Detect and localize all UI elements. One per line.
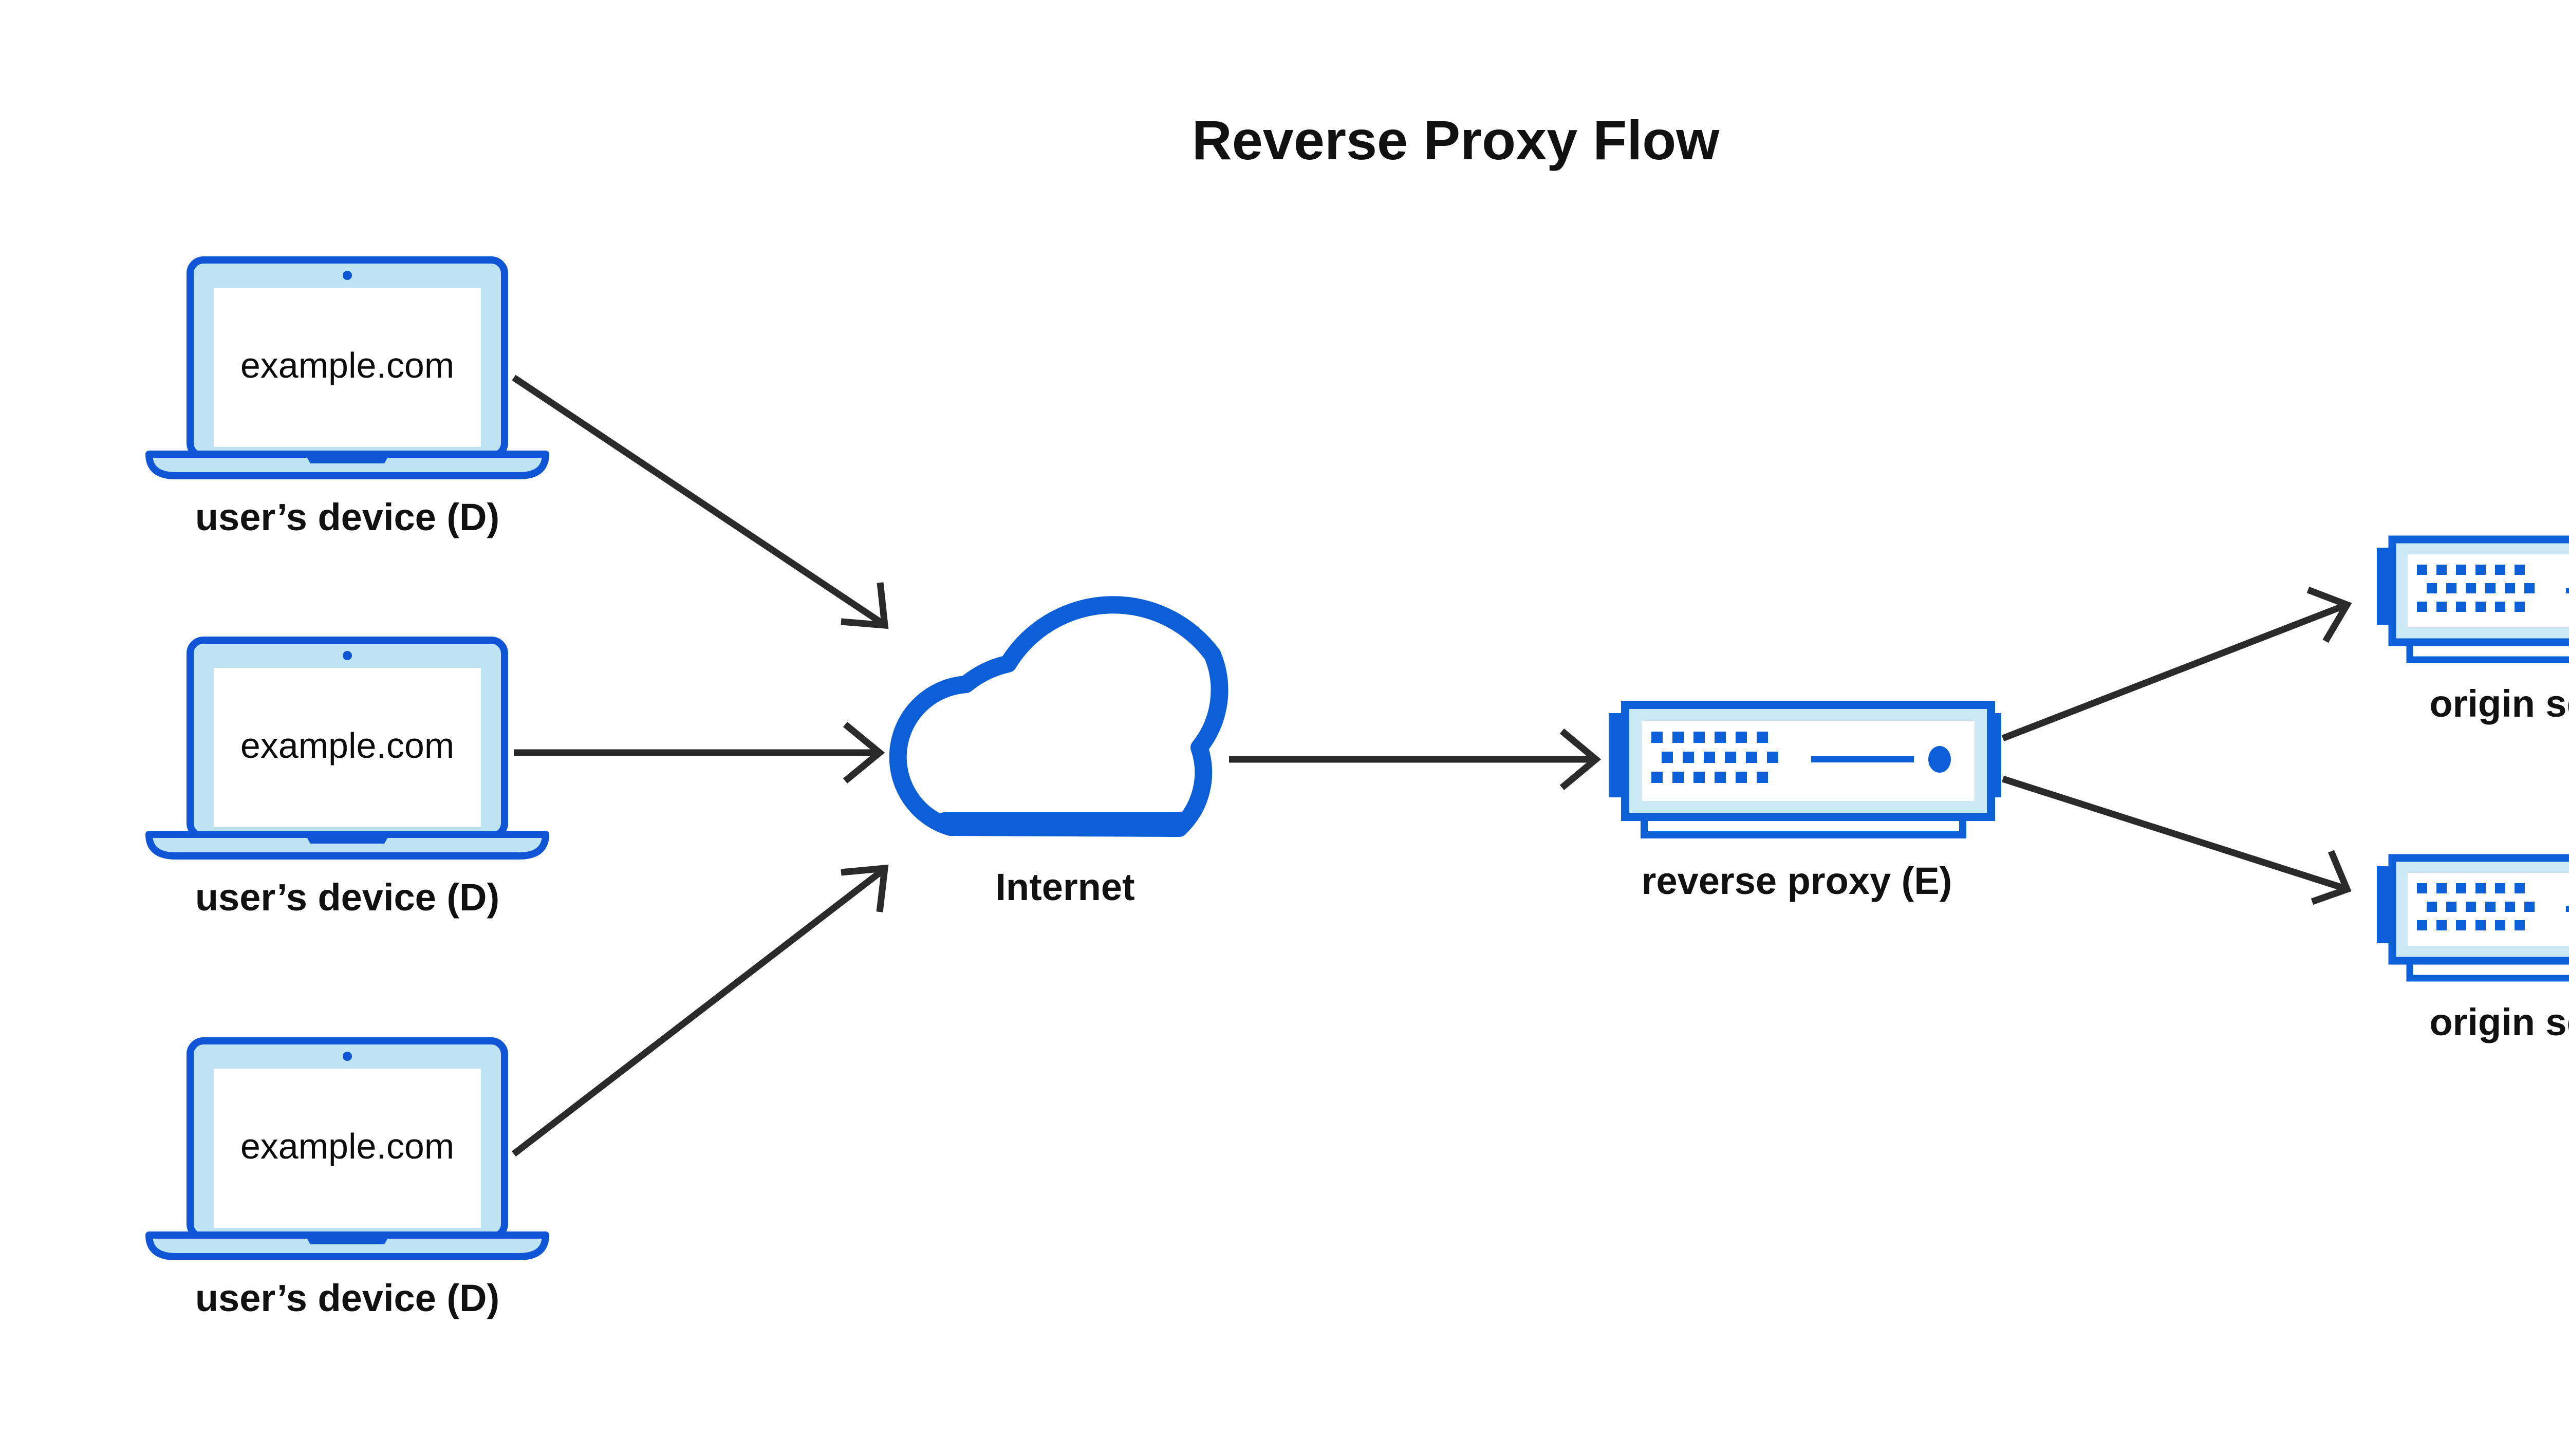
node-user-device-bottom[interactable]: example.com user’s device (D) xyxy=(145,1037,549,1319)
webcam-icon xyxy=(343,1052,352,1061)
node-label-user-device-bottom: user’s device (D) xyxy=(195,1277,499,1319)
laptop-screen-text: example.com xyxy=(240,1126,454,1166)
edge-proxy-to-origin-top xyxy=(2001,586,2352,742)
laptop-notch xyxy=(306,1237,388,1244)
node-label-origin-server-bottom: origin server (F) xyxy=(2429,1001,2569,1043)
laptop-screen xyxy=(214,668,481,827)
node-label-reverse-proxy: reverse proxy (E) xyxy=(1642,860,1952,902)
laptop-base xyxy=(145,1231,549,1260)
server-led-grid xyxy=(2417,565,2535,612)
webcam-icon xyxy=(343,651,352,660)
edge-device-top-to-internet xyxy=(512,375,889,629)
node-origin-server-top[interactable]: origin server (F) xyxy=(2377,535,2569,725)
laptop-base xyxy=(145,451,549,479)
server-status-dot xyxy=(1928,746,1951,773)
laptop-base xyxy=(145,831,549,860)
laptop-screen-text: example.com xyxy=(240,725,454,766)
node-user-device-middle[interactable]: example.com user’s device (D) xyxy=(145,637,549,919)
node-label-internet: Internet xyxy=(995,866,1134,908)
edge-device-bottom-to-internet xyxy=(512,864,889,1157)
node-label-user-device-middle: user’s device (D) xyxy=(195,876,499,919)
page-title: Reverse Proxy Flow xyxy=(1192,109,1720,171)
webcam-icon xyxy=(343,271,352,280)
server-status-line xyxy=(2566,906,2569,912)
laptop-screen xyxy=(214,288,481,447)
node-label-user-device-top: user’s device (D) xyxy=(195,496,499,538)
node-internet-cloud[interactable]: Internet xyxy=(889,596,1228,908)
edge-internet-to-reverse-proxy xyxy=(1229,729,1602,790)
cloud-icon xyxy=(889,596,1228,837)
server-status-line xyxy=(1811,756,1914,762)
server-led-grid xyxy=(1651,732,1778,783)
server-led-grid xyxy=(2417,883,2535,930)
edge-proxy-to-origin-bottom xyxy=(2002,775,2352,905)
edge-device-middle-to-internet xyxy=(514,721,885,784)
node-reverse-proxy[interactable]: reverse proxy (E) xyxy=(1609,701,2001,902)
node-origin-server-bottom[interactable]: origin server (F) xyxy=(2377,854,2569,1043)
server-status-line xyxy=(2566,588,2569,593)
laptop-notch xyxy=(306,456,388,463)
laptop-screen xyxy=(214,1069,481,1228)
laptop-notch xyxy=(306,836,388,844)
node-label-origin-server-top: origin server (F) xyxy=(2429,682,2569,725)
node-user-device-top[interactable]: example.com user’s device (D) xyxy=(145,256,549,538)
laptop-screen-text: example.com xyxy=(240,345,454,385)
